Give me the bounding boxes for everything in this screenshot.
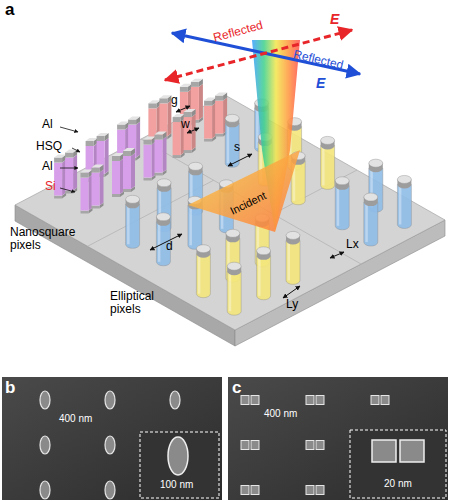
elliptical-particle: [40, 436, 50, 454]
inset-frame: [140, 432, 219, 498]
dimension-arrow: [283, 286, 300, 298]
sem-image: [228, 377, 448, 500]
dimension-arrow: [228, 154, 252, 166]
nanosquare-particle: [372, 440, 396, 462]
nanosquare-pillar: [112, 153, 124, 197]
panel-label: a: [5, 1, 14, 20]
nanosquare-particle: [381, 396, 389, 405]
nanosquare-particle: [400, 440, 424, 462]
sem-image: [2, 377, 222, 500]
dimension-label: Lx: [346, 238, 359, 251]
scale-label: 20 nm: [384, 478, 412, 489]
nanosquare-pillar: [204, 98, 216, 142]
nanosquare-pillar: [65, 150, 77, 194]
nanosquare-particle: [316, 441, 324, 450]
leader-line: [72, 148, 80, 152]
dimension-label: s: [234, 141, 240, 154]
nanosquare-particle: [241, 441, 249, 450]
nanosquare-particle: [251, 441, 259, 450]
elliptical-pillar: [397, 175, 411, 228]
nanosquare-pillar: [81, 170, 93, 214]
nanosquare-particle: [371, 396, 379, 405]
nanosquare-particle: [316, 396, 324, 405]
nanosquare-pillar: [155, 132, 167, 176]
nanosquare-particle: [241, 486, 249, 495]
elliptical-particle: [170, 391, 180, 409]
dimension-label: g: [171, 94, 178, 107]
dimension-arrow: [176, 106, 190, 112]
field-label: E: [330, 12, 339, 27]
layer-label: Al: [42, 160, 53, 173]
pixel-label: Nanosquare pixels: [10, 226, 92, 252]
pillar-array: [54, 79, 411, 315]
elliptical-pillar: [225, 114, 239, 167]
nanosquare-pillar: [191, 79, 203, 123]
light-beam: [165, 30, 360, 232]
field-label: E: [316, 76, 325, 91]
elliptical-particle: [40, 481, 50, 499]
incident-beam: [188, 150, 300, 232]
nanosquare-particle: [306, 396, 314, 405]
elliptical-particle: [40, 391, 50, 409]
nanosquare-particle: [241, 396, 249, 405]
nanosquare-pillar: [123, 148, 135, 192]
dimension-label: d: [166, 240, 173, 253]
leader-line: [60, 127, 78, 132]
substrate: [15, 95, 445, 346]
elliptical-particle: [105, 391, 115, 409]
nanosquare-pillar: [144, 137, 156, 181]
layer-label: Al: [42, 118, 53, 131]
elliptical-pillar: [126, 195, 140, 248]
nanosquare-particle: [306, 486, 314, 495]
nanosquare-particle: [306, 441, 314, 450]
nanosquare-pillar: [92, 165, 104, 209]
beam-label: Reflected: [292, 48, 344, 72]
dimension-label: w: [181, 118, 190, 131]
panel-label: c: [232, 379, 241, 398]
elliptical-pillar: [227, 262, 241, 315]
inset-frame: [350, 430, 446, 498]
sem-panels: [2, 377, 448, 500]
polarization-arrow: [165, 30, 352, 80]
scale-label: 400 nm: [59, 413, 92, 424]
elliptical-pillar: [321, 136, 335, 189]
scale-label: 100 nm: [160, 479, 193, 490]
elliptical-pillar: [157, 179, 171, 232]
nanosquare-particle: [316, 486, 324, 495]
elliptical-particle: [105, 481, 115, 499]
panel-label: b: [5, 379, 15, 398]
layer-label: HSQ: [36, 140, 62, 153]
leader-line: [60, 168, 78, 169]
elliptical-pillar: [364, 193, 378, 246]
elliptical-particle: [105, 436, 115, 454]
dimension-label: Ly: [286, 298, 298, 311]
pixel-label: Elliptical pixels: [110, 290, 180, 316]
dimension-arrow: [330, 252, 344, 258]
layer-label: Si: [45, 180, 56, 193]
nanosquare-pillar: [184, 109, 196, 153]
elliptical-pillar: [196, 245, 210, 298]
scale-label: 400 nm: [264, 408, 297, 419]
elliptical-particle: [168, 437, 188, 475]
leader-line: [60, 188, 75, 192]
nanosquare-particle: [251, 396, 259, 405]
elliptical-pillar: [257, 247, 271, 300]
substrate-top: [15, 95, 445, 330]
elliptical-pillar: [286, 231, 300, 284]
elliptical-pillar: [335, 177, 349, 230]
nanosquare-particle: [251, 486, 259, 495]
nanosquare-pillar: [54, 155, 66, 199]
